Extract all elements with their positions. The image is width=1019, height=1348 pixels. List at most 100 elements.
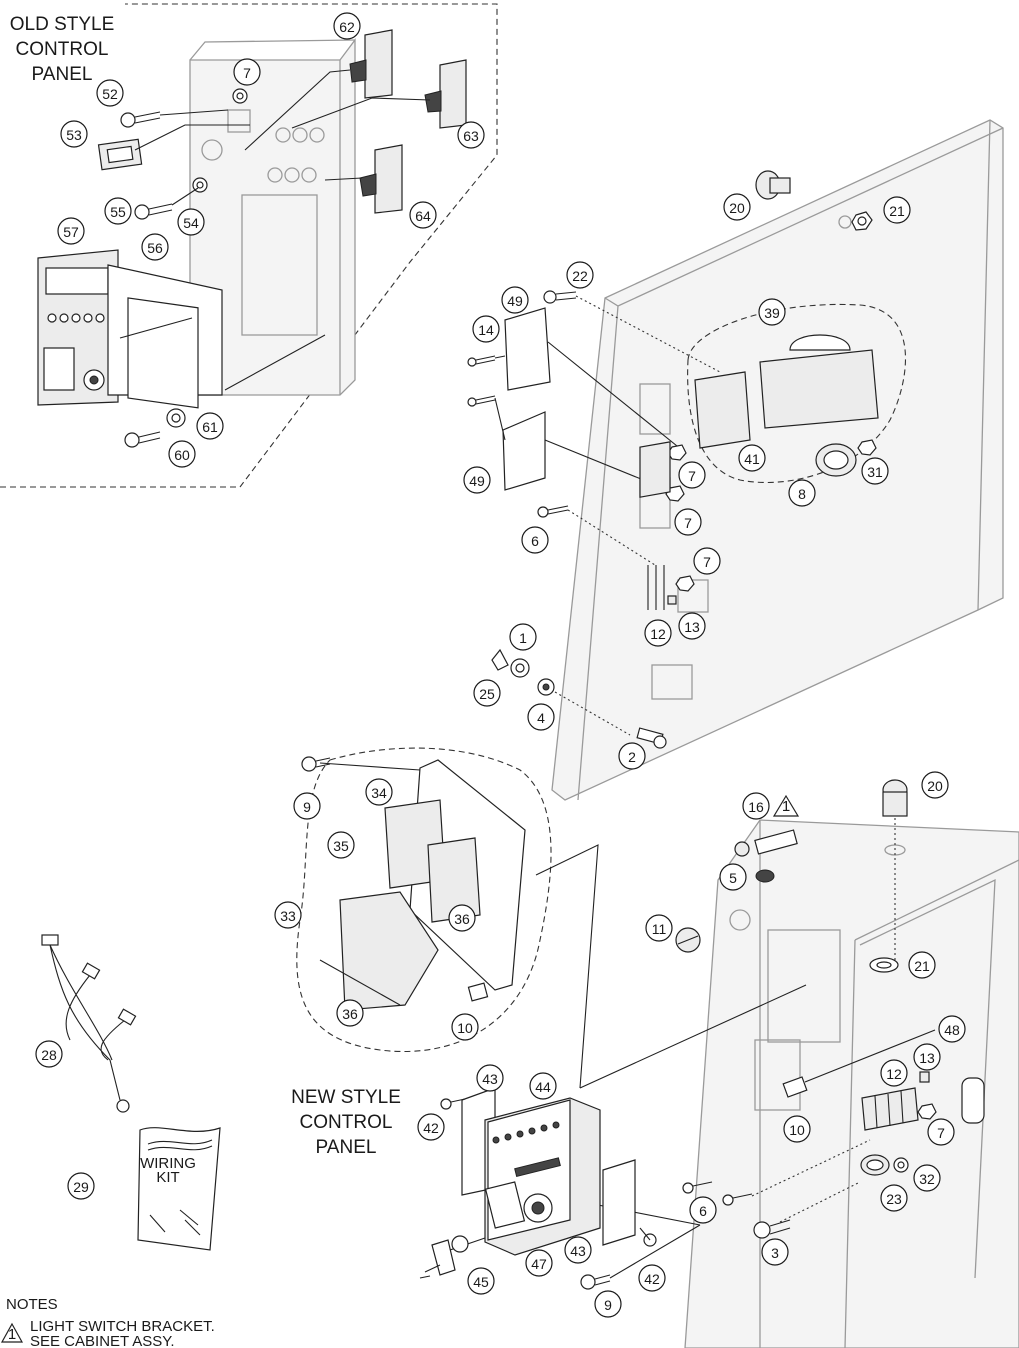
screw-55 — [134, 203, 173, 220]
nut-21-top — [851, 211, 873, 231]
callout-circle — [327, 831, 355, 859]
callout-circle — [293, 792, 321, 820]
callout-circle — [527, 703, 555, 731]
screw-42-right — [639, 1227, 657, 1247]
callout-3: 3 — [761, 1238, 789, 1266]
lower-cabinet: 1 — [579, 779, 1019, 1348]
callout-circle — [104, 197, 132, 225]
nut-31 — [857, 439, 877, 456]
callout-number: 4 — [537, 710, 545, 726]
callout-number: 8 — [798, 486, 806, 502]
screw-6-mid — [537, 505, 569, 518]
callout-20: 20 — [921, 771, 949, 799]
callout-36: 36 — [336, 999, 364, 1027]
callout-number: 7 — [703, 554, 711, 570]
old-style-boundary — [0, 3, 498, 488]
callout-number: 12 — [650, 626, 666, 642]
callout-circle — [457, 121, 485, 149]
relay-36a — [427, 837, 481, 923]
callout-number: 13 — [684, 619, 700, 635]
toggle-switch-64 — [359, 144, 403, 214]
callout-number: 20 — [927, 778, 943, 794]
callout-number: 20 — [729, 200, 745, 216]
callout-61: 61 — [196, 412, 224, 440]
clamp-8 — [815, 443, 857, 477]
callout-circle — [233, 58, 261, 86]
old-style-region: OLD STYLE CONTROL PANEL — [0, 3, 498, 488]
callout-circle — [529, 1072, 557, 1100]
relay-boundary — [296, 747, 552, 1052]
callout-number: 49 — [507, 293, 523, 309]
screw-6-lower-b — [722, 1193, 753, 1206]
notes-section: NOTES 1 LIGHT SWITCH BRACKET. SEE CABINE… — [0, 1296, 215, 1348]
nut-21-lower — [869, 957, 899, 973]
callout-number: 22 — [572, 268, 588, 284]
callout-circle — [409, 201, 437, 229]
callout-circle — [742, 792, 770, 820]
callout-circle — [509, 623, 537, 651]
callout-number: 57 — [63, 224, 79, 240]
old-cabinet-cutout — [241, 194, 318, 336]
wiring-kit-29: WIRING KIT — [137, 1127, 221, 1251]
terminal-block-12-lower — [861, 1087, 919, 1131]
wiring-harness-28 — [41, 934, 137, 1113]
bolt-3 — [753, 1219, 791, 1239]
callout-5: 5 — [719, 863, 747, 891]
callout-28: 28 — [35, 1040, 63, 1068]
callout-circle — [448, 904, 476, 932]
nut-7-lower — [917, 1103, 937, 1120]
callout-12: 12 — [644, 619, 672, 647]
callout-circle — [96, 79, 124, 107]
callout-circle — [880, 1184, 908, 1212]
callout-circle — [678, 461, 706, 489]
callout-7: 7 — [674, 508, 702, 536]
clip-13-mid — [667, 595, 677, 605]
callout-number: 3 — [771, 1245, 779, 1261]
callout-circle — [678, 612, 706, 640]
callout-53: 53 — [60, 120, 88, 148]
bushing-20-lower — [882, 779, 908, 817]
callout-7: 7 — [927, 1118, 955, 1146]
callout-circle — [476, 1064, 504, 1092]
callout-circle — [141, 233, 169, 261]
callout-number: 62 — [339, 19, 355, 35]
callout-circle — [921, 771, 949, 799]
callout-circle — [783, 1115, 811, 1143]
note-1-symbol: 1 — [8, 1326, 16, 1343]
clip-13-lower — [919, 1071, 930, 1083]
callout-7: 7 — [678, 461, 706, 489]
callout-circle — [57, 217, 85, 245]
callout-circle — [693, 547, 721, 575]
faceplate-57 — [37, 249, 119, 406]
callout-circle — [564, 1236, 592, 1264]
callout-62: 62 — [333, 12, 361, 40]
callout-circle — [761, 1238, 789, 1266]
callout-54: 54 — [177, 208, 205, 236]
callout-circle — [913, 1164, 941, 1192]
callout-number: 49 — [469, 473, 485, 489]
callout-circle — [645, 914, 673, 942]
gasket-56 — [107, 264, 223, 409]
callout-number: 36 — [454, 911, 470, 927]
cover-49-bottom — [502, 411, 546, 491]
callout-1: 1 — [509, 623, 537, 651]
callout-circle — [521, 526, 549, 554]
callout-25: 25 — [473, 679, 501, 707]
callout-23: 23 — [880, 1184, 908, 1212]
nut-7c — [675, 575, 695, 592]
callout-circle — [861, 457, 889, 485]
callout-circle — [365, 778, 393, 806]
callout-13: 13 — [913, 1043, 941, 1071]
side-bracket-43-right — [602, 1159, 636, 1246]
callout-8: 8 — [788, 479, 816, 507]
toggle-switch-63 — [424, 59, 467, 129]
callout-circle — [467, 1267, 495, 1295]
callout-number: 48 — [944, 1022, 960, 1038]
old-style-title-3: PANEL — [32, 64, 93, 85]
callout-32: 32 — [913, 1164, 941, 1192]
callout-42: 42 — [638, 1264, 666, 1292]
callout-14: 14 — [472, 315, 500, 343]
callout-number: 7 — [688, 468, 696, 484]
old-style-title-1: OLD STYLE — [10, 14, 115, 35]
callout-circle — [788, 479, 816, 507]
